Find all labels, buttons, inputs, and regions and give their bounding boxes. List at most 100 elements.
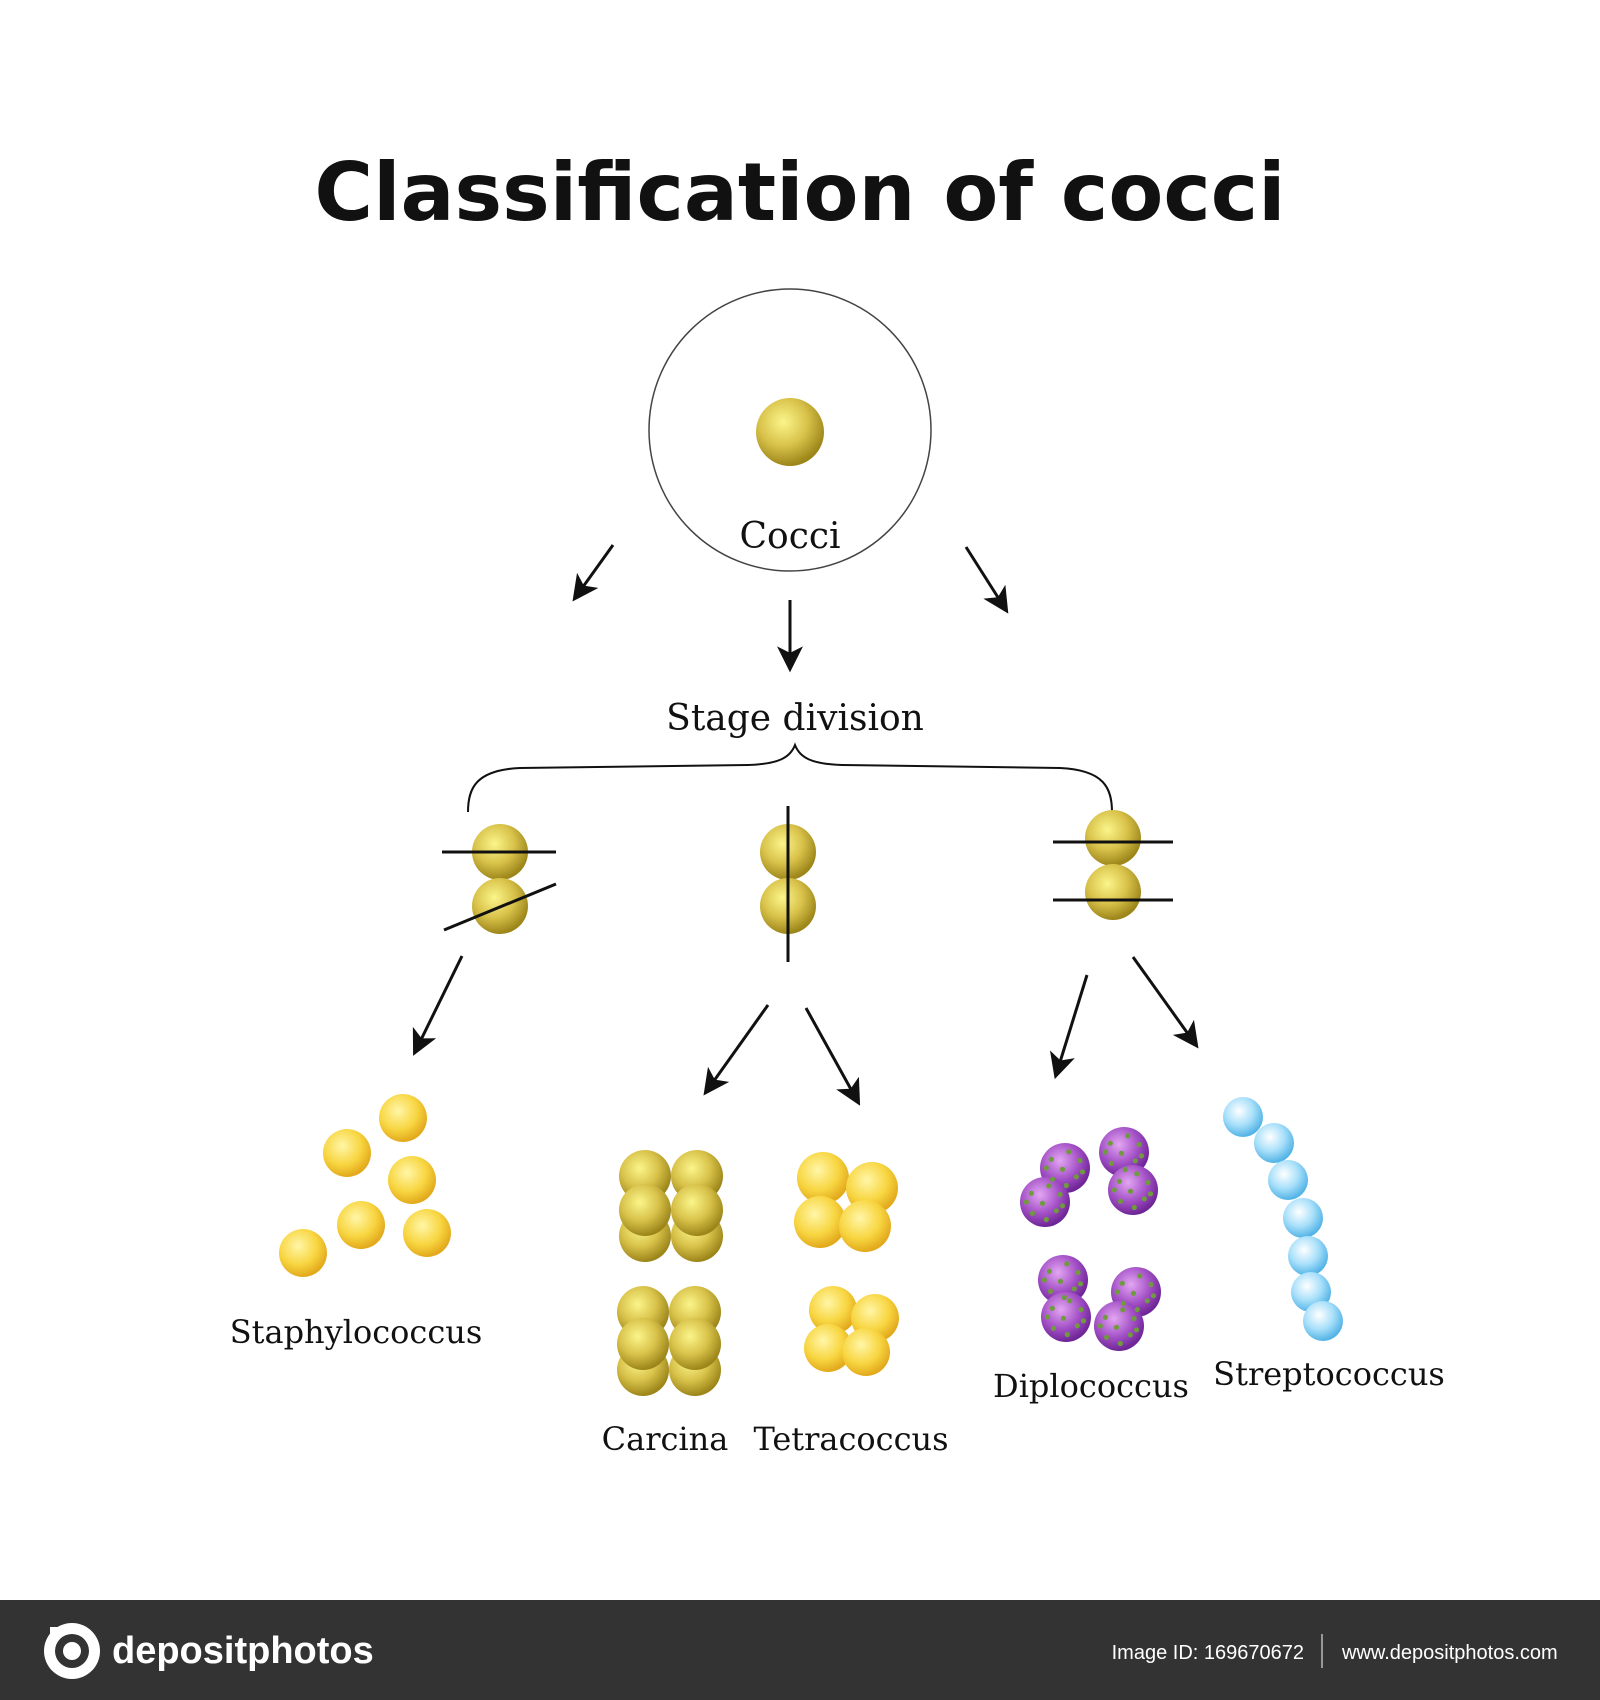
stage-label: Stage division: [666, 698, 924, 739]
surface-dot: [1063, 1182, 1069, 1189]
surface-dot: [1103, 1334, 1110, 1340]
surface-dot: [1138, 1153, 1145, 1159]
staphylococcus-cluster: [279, 1094, 451, 1277]
surface-dot: [1150, 1293, 1157, 1299]
arrow-streptococcus: [1131, 956, 1199, 1049]
surface-dot: [1120, 1307, 1126, 1313]
footer-background: [0, 1600, 1600, 1700]
root-arrows: [572, 544, 1009, 673]
surface-dot: [1117, 1198, 1124, 1204]
brace: [467, 742, 1113, 813]
surface-dot: [1111, 1187, 1117, 1193]
cell: [797, 1152, 849, 1204]
cell: [1254, 1123, 1294, 1163]
tetracoccus-top: [794, 1152, 898, 1252]
surface-dot: [1053, 1208, 1059, 1214]
lower-arrows: [412, 955, 1199, 1106]
arrow-left: [572, 544, 615, 602]
surface-dot: [1067, 1298, 1073, 1304]
surface-dot: [1145, 1179, 1151, 1186]
diplococcus-group: [1020, 1127, 1161, 1351]
page-title: Classification of cocci: [314, 146, 1285, 239]
cell: [669, 1318, 721, 1370]
cell: [1085, 810, 1141, 866]
surface-dot: [1134, 1306, 1140, 1313]
surface-dot: [1047, 1288, 1054, 1294]
coccus-cell: [756, 398, 824, 466]
cell: [1223, 1097, 1263, 1137]
surface-dot: [1144, 1298, 1150, 1304]
label-diplococcus: Diplococcus: [993, 1367, 1189, 1405]
surface-dot: [1127, 1188, 1134, 1194]
surface-dot: [1118, 1150, 1125, 1156]
surface-dot: [1064, 1261, 1070, 1267]
arrow-right: [964, 546, 1009, 614]
surface-dot: [1059, 1203, 1066, 1209]
surface-dot: [1043, 1216, 1049, 1223]
surface-dot: [1147, 1191, 1154, 1197]
surface-dot: [1113, 1324, 1120, 1330]
camera-logo-icon: [44, 1623, 100, 1679]
surface-dot: [1131, 1315, 1137, 1322]
cell: [617, 1318, 669, 1370]
surface-dot: [1028, 1190, 1034, 1196]
cell: [1085, 864, 1141, 920]
cell: [1288, 1236, 1328, 1276]
arrow-tetracoccus: [804, 1007, 861, 1106]
surface-dot: [1029, 1210, 1036, 1216]
surface-dot: [1077, 1157, 1083, 1164]
surface-dot: [1050, 1325, 1057, 1331]
cell: [842, 1328, 890, 1376]
surface-dot: [1077, 1281, 1084, 1287]
cell: [1283, 1198, 1323, 1238]
label-tetracoccus: Tetracoccus: [753, 1420, 948, 1458]
carcina-packet-top: [619, 1150, 723, 1262]
surface-dot: [1080, 1318, 1087, 1324]
surface-dot: [1057, 1278, 1064, 1284]
surface-dot: [1120, 1300, 1127, 1306]
surface-dot: [1133, 1327, 1140, 1333]
plane-line: [443, 882, 557, 932]
surface-dot: [1114, 1289, 1120, 1295]
surface-dot: [1137, 1273, 1143, 1279]
cell: [337, 1201, 385, 1249]
surface-dot: [1043, 1165, 1049, 1171]
surface-dot: [1102, 1149, 1108, 1155]
surface-dot: [1064, 1331, 1070, 1338]
root-circle: [648, 288, 932, 572]
streptococcus-chain: [1223, 1097, 1343, 1341]
arrow-diplococcus: [1049, 974, 1089, 1080]
surface-dot: [1075, 1269, 1081, 1276]
surface-dot: [1130, 1290, 1137, 1296]
root-label: Cocci: [739, 516, 840, 557]
cell: [804, 1324, 852, 1372]
surface-dot: [1049, 1305, 1055, 1311]
diplococcus-pair: [1099, 1127, 1158, 1215]
surface-dot: [1048, 1156, 1054, 1162]
surface-dot: [1066, 1149, 1072, 1155]
surface-dot: [1039, 1200, 1046, 1206]
surface-dot: [1148, 1281, 1154, 1288]
cell: [794, 1196, 846, 1248]
surface-dot: [1119, 1280, 1125, 1286]
cell: [671, 1184, 723, 1236]
surface-dot: [1041, 1277, 1047, 1283]
cell: [388, 1156, 436, 1204]
footer-url: www.depositphotos.com: [1341, 1642, 1558, 1664]
label-streptococcus: Streptococcus: [1213, 1355, 1445, 1393]
surface-dot: [1132, 1158, 1138, 1164]
cell: [323, 1129, 371, 1177]
cell: [403, 1209, 451, 1257]
division-oblique: [442, 824, 557, 934]
division-vertical: [760, 806, 816, 962]
arrow-carcina: [703, 1004, 770, 1096]
cell: [279, 1229, 327, 1277]
cell: [809, 1286, 857, 1334]
root-node: Cocci: [648, 288, 932, 572]
surface-dot: [1079, 1169, 1086, 1175]
surface-dot: [1044, 1314, 1050, 1320]
cell: [379, 1094, 427, 1142]
surface-dot: [1078, 1306, 1084, 1313]
surface-dot: [1102, 1314, 1108, 1320]
